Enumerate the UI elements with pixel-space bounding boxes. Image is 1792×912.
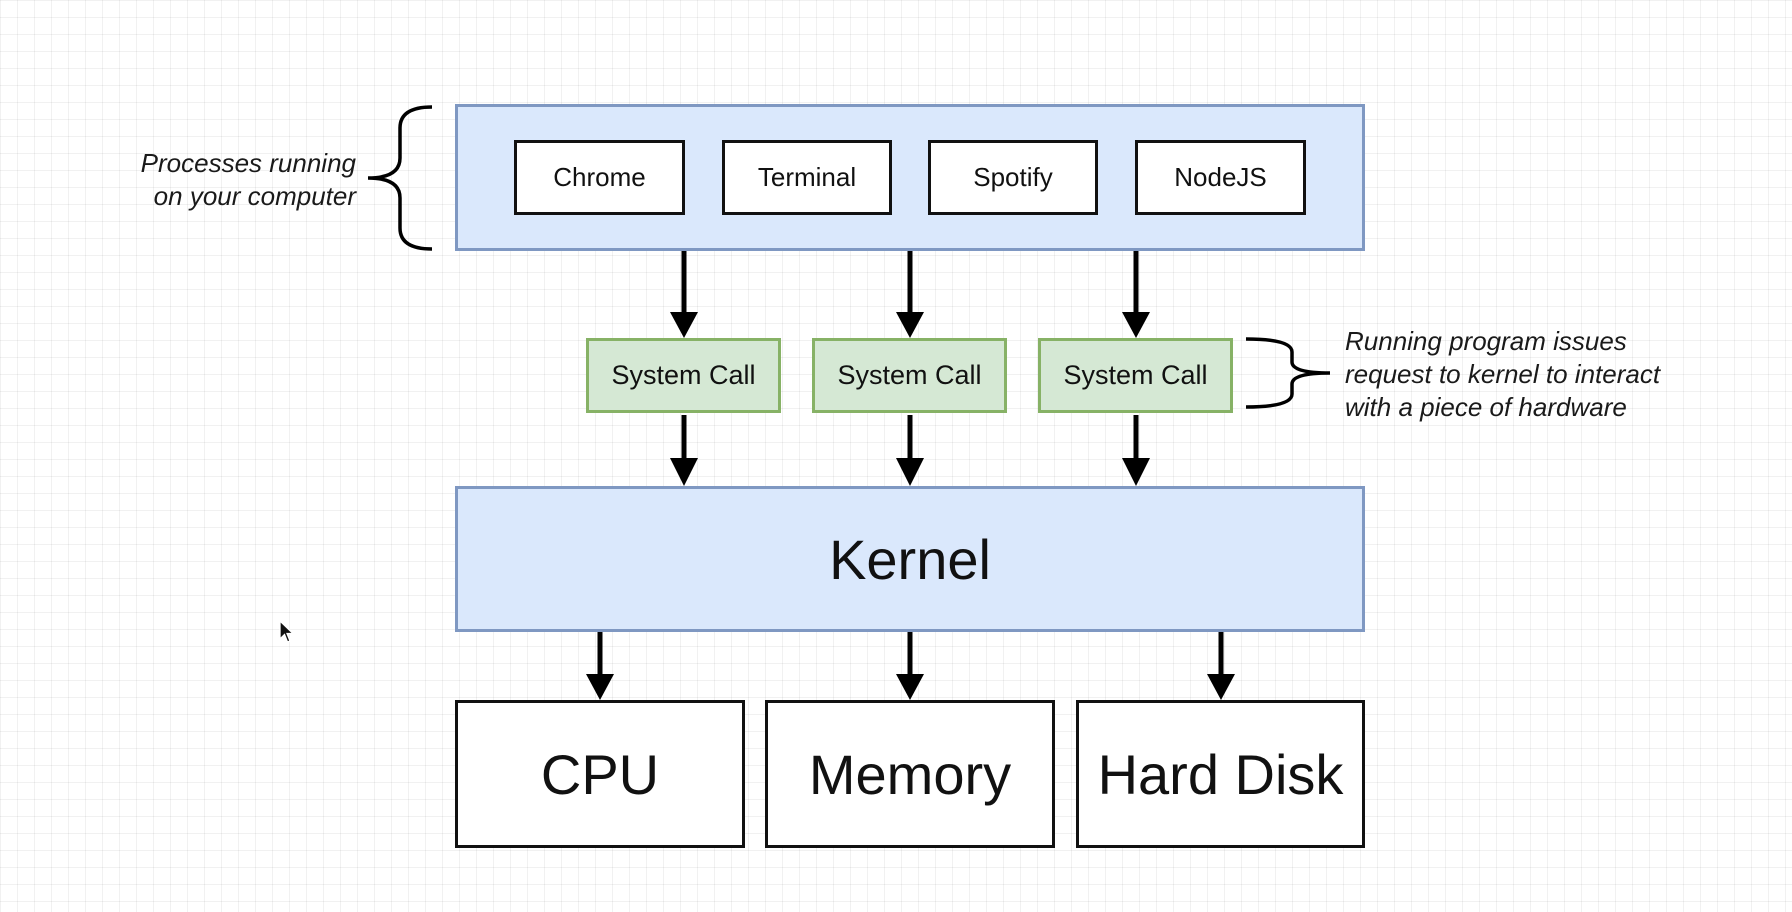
hardware-cpu[interactable]: CPU [455, 700, 745, 848]
process-chrome-label: Chrome [553, 162, 646, 192]
system-call-3-label: System Call [1063, 360, 1208, 390]
arrowhead-process-to-syscall-1 [670, 312, 698, 338]
kernel-box[interactable]: Kernel [455, 486, 1365, 632]
hardware-memory-label: Memory [808, 742, 1012, 806]
arrowhead-kernel-to-memory [896, 674, 924, 700]
process-terminal-label: Terminal [757, 162, 857, 192]
arrowhead-process-to-syscall-2 [896, 312, 924, 338]
system-call-1[interactable]: System Call [586, 338, 781, 413]
hardware-cpu-label: CPU [540, 742, 660, 806]
hardware-memory[interactable]: Memory [765, 700, 1055, 848]
curly-brace-icon-left [367, 105, 433, 251]
kernel-label: Kernel [829, 527, 991, 591]
arrowhead-syscall-to-kernel-3 [1122, 458, 1150, 486]
process-nodejs[interactable]: NodeJS [1135, 140, 1306, 215]
arrowhead-kernel-to-hard-disk [1207, 674, 1235, 700]
hardware-hard-disk[interactable]: Hard Disk [1076, 700, 1365, 848]
hardware-hard-disk-label: Hard Disk [1097, 742, 1344, 806]
arrowhead-kernel-to-cpu [586, 674, 614, 700]
system-call-3[interactable]: System Call [1038, 338, 1233, 413]
arrowhead-syscall-to-kernel-1 [670, 458, 698, 486]
system-call-2[interactable]: System Call [812, 338, 1007, 413]
process-terminal[interactable]: Terminal [722, 140, 892, 215]
curly-brace-icon-right [1245, 337, 1331, 409]
arrowhead-process-to-syscall-3 [1122, 312, 1150, 338]
processes-annotation: Processes running on your computer [110, 147, 356, 213]
system-call-2-label: System Call [837, 360, 982, 390]
processes-annotation-text: Processes running on your computer [140, 148, 356, 211]
process-spotify-label: Spotify [973, 162, 1053, 192]
process-chrome[interactable]: Chrome [514, 140, 685, 215]
arrowhead-syscall-to-kernel-2 [896, 458, 924, 486]
mouse-pointer-icon [279, 620, 295, 643]
system-call-annotation-text: Running program issues request to kernel… [1345, 326, 1661, 422]
process-nodejs-label: NodeJS [1174, 162, 1267, 192]
process-spotify[interactable]: Spotify [928, 140, 1098, 215]
system-call-annotation: Running program issues request to kernel… [1345, 325, 1725, 424]
system-call-1-label: System Call [611, 360, 756, 390]
